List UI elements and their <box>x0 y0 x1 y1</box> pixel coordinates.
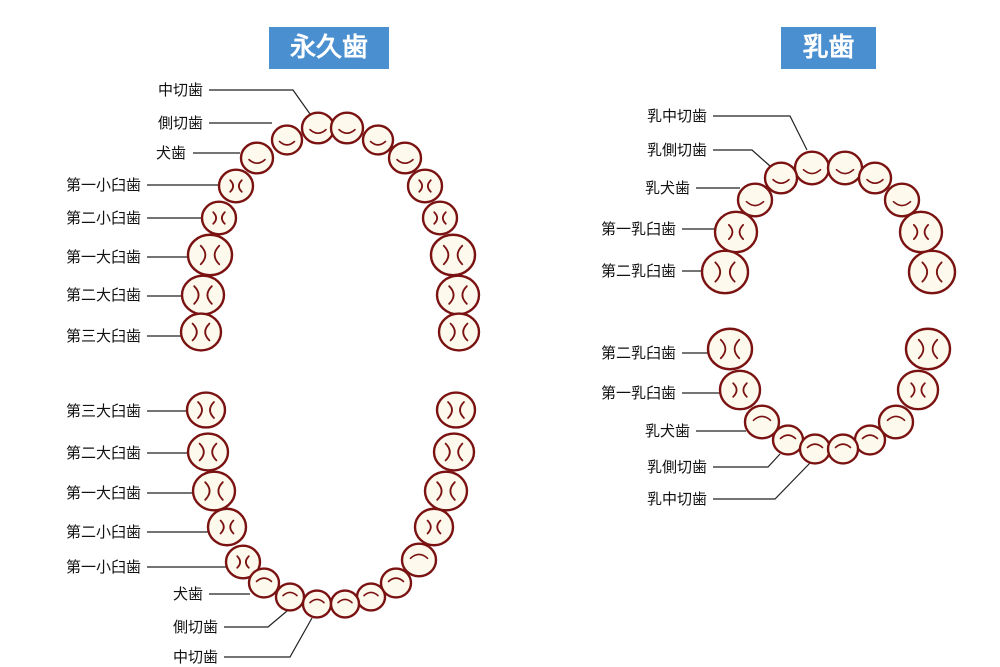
label-perm-lower-lateral-incisor: 側切歯 <box>173 618 218 636</box>
prim-lower-tooth-9 <box>798 433 832 465</box>
permanent-teeth-title: 永久歯 <box>269 27 389 69</box>
leader-line-17 <box>713 115 808 151</box>
perm-upper-tooth-15 <box>179 312 223 352</box>
label-perm-lower-first-molar: 第一大臼歯 <box>66 484 141 502</box>
permanent-upper-arch <box>179 111 481 352</box>
label-perm-upper-first-molar: 第一大臼歯 <box>66 248 141 266</box>
label-perm-lower-canine: 犬歯 <box>173 585 203 603</box>
perm-lower-tooth-9 <box>224 544 262 580</box>
perm-lower-tooth-14 <box>355 582 387 612</box>
perm-lower-tooth-12 <box>379 567 413 599</box>
perm-lower-tooth-8 <box>413 507 455 547</box>
leader-line-1 <box>209 89 311 115</box>
label-perm-lower-second-premolar: 第二小臼歯 <box>66 523 141 541</box>
leader-line-18 <box>713 149 771 167</box>
prim-upper-tooth-2 <box>826 150 864 186</box>
perm-upper-tooth-4 <box>361 124 395 156</box>
prim-lower-tooth-2 <box>904 327 952 371</box>
leader-lines <box>147 89 811 658</box>
leader-line-25 <box>713 453 781 468</box>
prim-lower-tooth-5 <box>743 404 781 440</box>
prim-upper-tooth-3 <box>763 161 799 195</box>
label-perm-upper-first-premolar: 第一小臼歯 <box>66 176 141 194</box>
label-prim-upper-second-molar: 第二乳臼歯 <box>601 262 676 280</box>
prim-upper-tooth-4 <box>857 161 893 195</box>
perm-upper-tooth-10 <box>421 200 459 236</box>
label-prim-lower-lateral-incisor: 乳側切歯 <box>647 458 707 476</box>
prim-lower-tooth-3 <box>718 369 762 411</box>
label-perm-upper-canine: 犬歯 <box>156 144 186 162</box>
leader-line-16 <box>224 617 313 658</box>
perm-upper-tooth-14 <box>435 274 481 316</box>
perm-upper-tooth-16 <box>437 312 481 352</box>
prim-lower-tooth-8 <box>853 424 887 456</box>
label-perm-upper-third-molar: 第三大臼歯 <box>66 327 141 345</box>
perm-upper-tooth-11 <box>186 233 234 277</box>
perm-upper-tooth-1 <box>300 111 336 145</box>
label-perm-upper-second-premolar: 第二小臼歯 <box>66 209 141 227</box>
primary-upper-arch <box>700 150 957 295</box>
perm-lower-tooth-1 <box>185 391 227 429</box>
prim-lower-tooth-7 <box>771 424 805 456</box>
prim-upper-tooth-8 <box>898 210 944 254</box>
perm-lower-tooth-7 <box>206 507 248 547</box>
label-perm-lower-third-molar: 第三大臼歯 <box>66 402 141 420</box>
leader-line-26 <box>713 462 811 500</box>
prim-upper-tooth-9 <box>700 249 750 295</box>
perm-upper-tooth-6 <box>387 141 423 175</box>
perm-lower-tooth-11 <box>247 567 281 599</box>
label-perm-lower-second-molar: 第二大臼歯 <box>66 444 141 462</box>
perm-upper-tooth-8 <box>406 168 444 204</box>
perm-lower-tooth-16 <box>329 589 361 619</box>
perm-lower-tooth-13 <box>274 582 306 612</box>
perm-upper-tooth-5 <box>239 141 275 175</box>
perm-lower-tooth-5 <box>191 470 237 512</box>
perm-lower-tooth-6 <box>423 470 469 512</box>
perm-lower-tooth-3 <box>186 432 230 472</box>
label-prim-lower-first-molar: 第一乳臼歯 <box>601 384 676 402</box>
prim-upper-tooth-5 <box>736 182 774 218</box>
leader-line-15 <box>224 610 288 628</box>
label-perm-upper-lateral-incisor: 側切歯 <box>158 114 203 132</box>
perm-upper-tooth-12 <box>429 233 477 277</box>
prim-upper-tooth-7 <box>713 210 759 254</box>
prim-upper-tooth-6 <box>883 182 921 218</box>
prim-lower-tooth-6 <box>877 404 915 440</box>
prim-lower-tooth-10 <box>826 433 860 465</box>
perm-lower-tooth-2 <box>435 391 477 429</box>
label-prim-upper-lateral-incisor: 乳側切歯 <box>647 141 707 159</box>
perm-upper-tooth-3 <box>270 124 304 156</box>
label-prim-upper-canine: 乳犬歯 <box>645 179 690 197</box>
prim-upper-tooth-10 <box>907 249 957 295</box>
label-prim-lower-second-molar: 第二乳臼歯 <box>601 344 676 362</box>
permanent-lower-arch <box>185 391 477 619</box>
label-perm-upper-second-molar: 第二大臼歯 <box>66 286 141 304</box>
perm-lower-tooth-15 <box>301 589 333 619</box>
prim-upper-tooth-1 <box>793 150 831 186</box>
label-prim-lower-canine: 乳犬歯 <box>645 422 690 440</box>
perm-lower-tooth-4 <box>432 432 476 472</box>
perm-upper-tooth-9 <box>200 200 238 236</box>
label-perm-upper-central-incisor: 中切歯 <box>158 81 203 99</box>
label-perm-lower-central-incisor: 中切歯 <box>173 648 218 666</box>
primary-teeth-title: 乳歯 <box>781 27 876 69</box>
prim-lower-tooth-4 <box>896 369 940 411</box>
prim-lower-tooth-1 <box>706 327 754 371</box>
label-perm-lower-first-premolar: 第一小臼歯 <box>66 558 141 576</box>
primary-lower-arch <box>706 327 952 465</box>
label-prim-upper-central-incisor: 乳中切歯 <box>647 107 707 125</box>
label-prim-upper-first-molar: 第一乳臼歯 <box>601 220 676 238</box>
perm-upper-tooth-2 <box>329 111 365 145</box>
label-prim-lower-central-incisor: 乳中切歯 <box>647 490 707 508</box>
perm-upper-tooth-7 <box>217 168 255 204</box>
perm-upper-tooth-13 <box>180 274 226 316</box>
perm-lower-tooth-10 <box>400 542 438 578</box>
